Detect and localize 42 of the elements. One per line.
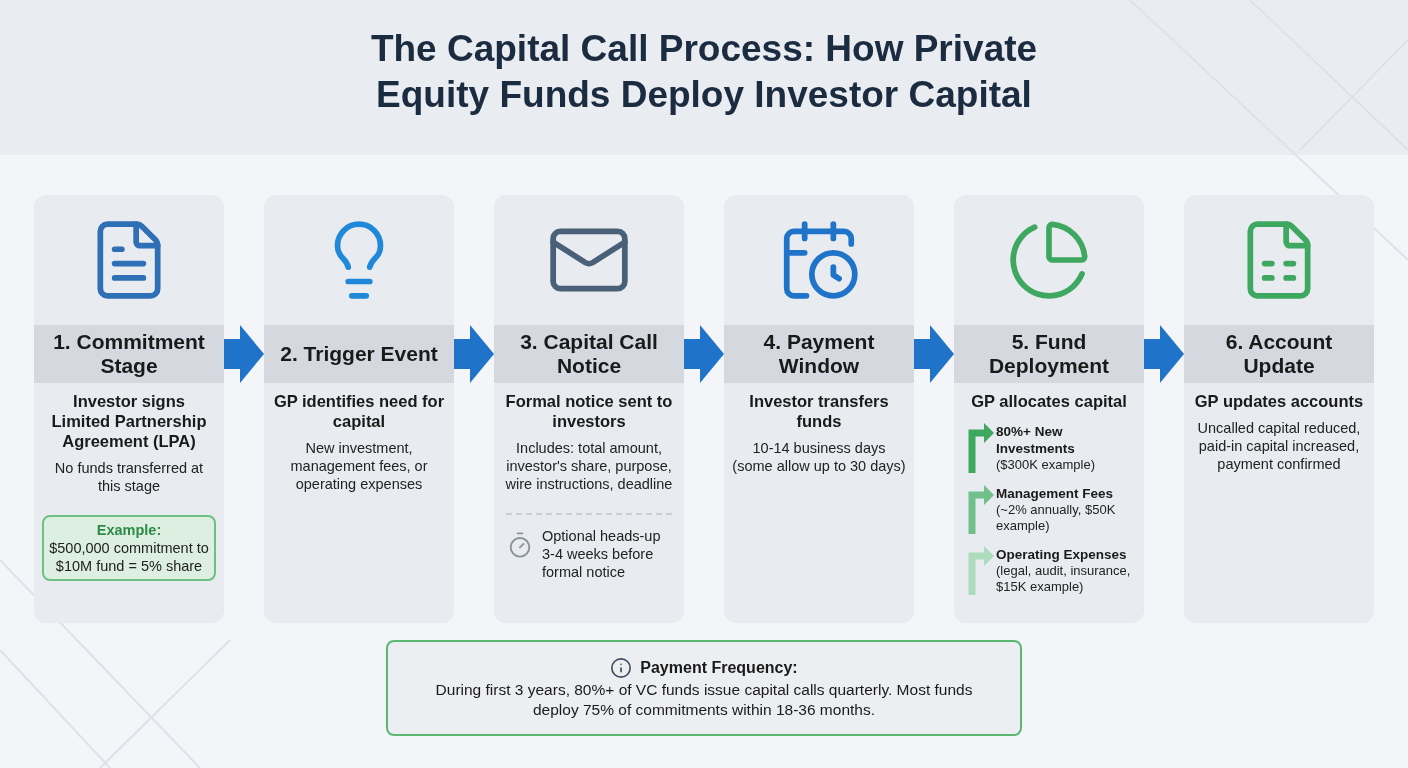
page-title: The Capital Call Process: How Private Equity Funds Deploy Investor Capital: [369, 27, 1039, 117]
step-description: No funds transferred at this stage: [53, 459, 205, 495]
flow-arrow: [224, 325, 264, 383]
step-card: [264, 195, 454, 623]
step-card: [494, 195, 684, 623]
step-title: 4. Payment Window: [724, 325, 914, 383]
example-heading: Example:: [95, 521, 163, 539]
flow-arrow: [684, 325, 724, 383]
step-card: [724, 195, 914, 623]
flow-arrow: [1144, 325, 1184, 383]
step-description: 10-14 business days (some allow up to 30 days): [731, 439, 907, 475]
info-text: During first 3 years, 80%+ of VC funds issue capital calls quarterly. Most funds deploy 75% of commitments within 18-36 months.: [434, 680, 974, 720]
allocation-heading: 80%+ New Investments: [996, 423, 1076, 457]
flow-arrow: [914, 325, 954, 383]
step-description: Includes: total amount, investor's share, purpose, wire instructions, deadline: [504, 439, 674, 493]
step-card: [954, 195, 1144, 623]
step-title: 2. Trigger Event: [264, 325, 454, 383]
step-card: [34, 195, 224, 623]
step-title: 5. Fund Deployment: [954, 325, 1144, 383]
step-subtitle: GP allocates capital: [970, 391, 1128, 411]
step-title: 1. Commitment Stage: [34, 325, 224, 383]
allocation-heading: Management Fees: [996, 485, 1115, 502]
step-description: New investment, management fees, or operating expenses: [289, 439, 429, 493]
allocation-detail: (legal, audit, insurance, $15K example): [996, 563, 1132, 595]
step-card: [1184, 195, 1374, 623]
step-title: 3. Capital Call Notice: [494, 325, 684, 383]
example-box: [42, 515, 216, 581]
step-subtitle: GP updates accounts: [1193, 391, 1365, 411]
allocation-detail: ($300K example): [996, 457, 1096, 473]
step-description: Uncalled capital reduced, paid-in capital increased, payment confirmed: [1196, 419, 1362, 473]
step-title: 6. Account Update: [1184, 325, 1374, 383]
step-subtitle: Formal notice sent to investors: [504, 391, 674, 431]
step-subtitle: Investor transfers funds: [748, 391, 890, 431]
allocation-heading: Operating Expenses: [996, 546, 1128, 563]
info-heading: Payment Frequency:: [640, 658, 798, 678]
example-text: $500,000 commitment to $10M fund = 5% share: [48, 539, 210, 575]
note-text: Optional heads-up 3-4 weeks before formal notice: [542, 527, 662, 581]
allocation-detail: (~2% annually, $50K example): [996, 502, 1117, 534]
info-panel: [386, 640, 1022, 736]
step-subtitle: Investor signs Limited Partnership Agreement (LPA): [50, 391, 208, 451]
flow-arrow: [454, 325, 494, 383]
step-subtitle: GP identifies need for capital: [272, 391, 446, 431]
